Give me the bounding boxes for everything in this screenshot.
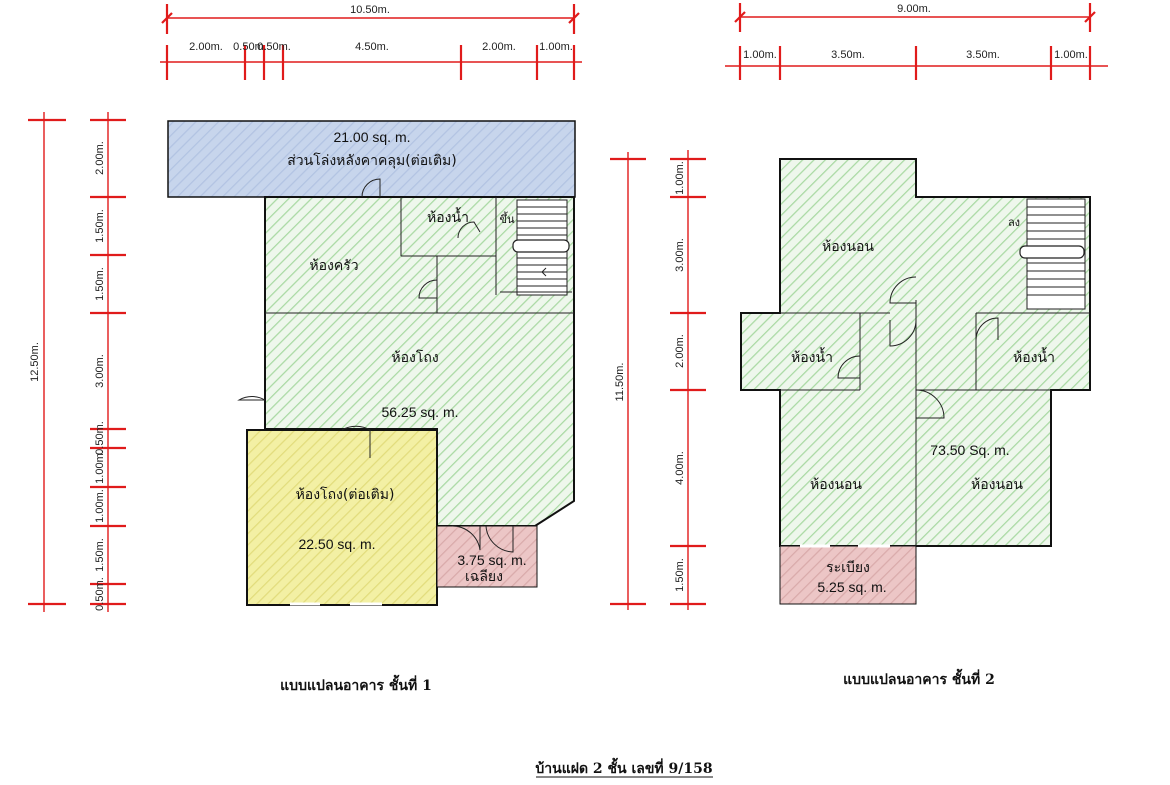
porch-label: เฉลียง (465, 569, 503, 585)
stair-floor1 (500, 199, 572, 296)
dim-p2-seg-3: 3.50m. (966, 49, 1000, 61)
floor1-dimensions: 10.50m. 2.00m. 0.50m. 0.50m. 4.50m. 2.00… (28, 4, 582, 612)
dim-p1-row-2: 1.50m. (94, 209, 106, 243)
dim-p1-height: 12.50m. (29, 342, 41, 382)
doors-floor1 (237, 178, 514, 606)
floor2-caption: แบบแปลนอาคาร ชั้นที่ 2 (843, 668, 995, 688)
porch (436, 525, 538, 588)
dim-p1-row-7: 1.00m. (94, 489, 106, 523)
balcony-area-label: 5.25 sq. m. (817, 579, 886, 595)
dim-p1-seg-1: 2.00m. (189, 41, 223, 53)
dim-p1-row-9: 0.50m. (94, 577, 106, 611)
stair-down-label: ลง (1008, 216, 1020, 229)
ext-area-label: 22.50 sq. m. (298, 536, 375, 552)
dim-p2-seg-1: 1.00m. (743, 49, 777, 61)
dim-p1-seg-4: 4.50m. (355, 41, 389, 53)
doors-floor2 (800, 276, 999, 548)
ext-hall-label: ห้องโถง(ต่อเติม) (296, 486, 395, 503)
balcony-label: ระเบียง (826, 560, 870, 576)
dim-p1-seg-2: 0.50m. (233, 41, 267, 53)
stair-up-label: ขึ้น (499, 211, 515, 226)
kitchen-label: ห้องครัว (309, 258, 358, 274)
balcony (779, 545, 917, 605)
stair-floor2 (1019, 198, 1086, 310)
floor1-plan: 21.00 sq. m. ส่วนโล่งหลังคาคลุม(ต่อเติม)… (167, 120, 576, 606)
drawing-title: บ้านแฝด 2 ชั้น เลขที่ 9/158 (535, 757, 712, 777)
dim-p2-seg-4: 1.00m. (1054, 49, 1088, 61)
floor2-area-label: 73.50 Sq. m. (930, 442, 1009, 458)
floor1-caption: แบบแปลนอาคาร ชั้นที่ 1 (280, 674, 432, 694)
dim-p1-seg-5: 2.00m. (482, 41, 516, 53)
dim-p1-row-5: 0.50m. (94, 421, 106, 455)
dim-p2-row-1: 1.00m. (674, 161, 686, 195)
toilet-floor1-label: ห้องน้ำ (427, 207, 469, 226)
porch-area-label: 3.75 sq. m. (457, 552, 526, 568)
dim-p2-height: 11.50m. (614, 363, 626, 402)
dim-p2-total: 9.00m. (897, 3, 931, 15)
bedroom-right-label: ห้องนอน (971, 477, 1023, 493)
rear-covered-area (167, 120, 576, 198)
dim-p2-row-2: 3.00m. (674, 238, 686, 272)
dim-p2-row-3: 2.00m. (674, 334, 686, 368)
dim-p1-seg-6: 1.00m. (539, 41, 573, 53)
extension-hall (246, 429, 438, 606)
dim-p2-row-4: 4.00m. (674, 451, 686, 485)
bedroom-top-label: ห้องนอน (822, 239, 874, 255)
hall-label: ห้องโถง (391, 349, 438, 366)
dim-p1-row-8: 1.50m. (94, 538, 106, 572)
dim-p1-row-1: 2.00m. (94, 141, 106, 175)
dim-p2-seg-2: 3.50m. (831, 49, 865, 61)
dim-p2-row-5: 1.50m. (674, 558, 686, 592)
bath-left-label: ห้องน้ำ (791, 347, 833, 366)
hall-area-label: 56.25 sq. m. (381, 404, 458, 420)
floor2-plan: ห้องนอน ลง ห้องน้ำ ห้องน้ำ 73.50 Sq. m. … (740, 158, 1091, 605)
dim-p1-row-4: 3.00m. (94, 354, 106, 388)
floor2-dimensions: 9.00m. 1.00m. 3.50m. 3.50m. 1.00m. 11.50… (610, 3, 1108, 610)
rear-area-label: 21.00 sq. m. (333, 129, 410, 145)
dim-p1-seg-3: 0.50m. (257, 41, 291, 53)
bath-right-label: ห้องน้ำ (1013, 347, 1055, 366)
dim-p1-row-6: 1.00m. (94, 450, 106, 484)
dim-p1-total: 10.50m. (350, 4, 390, 16)
dim-p1-row-3: 1.50m. (94, 267, 106, 301)
rear-name-label: ส่วนโล่งหลังคาคลุม(ต่อเติม) (287, 152, 456, 169)
bedroom-left-label: ห้องนอน (810, 477, 862, 493)
